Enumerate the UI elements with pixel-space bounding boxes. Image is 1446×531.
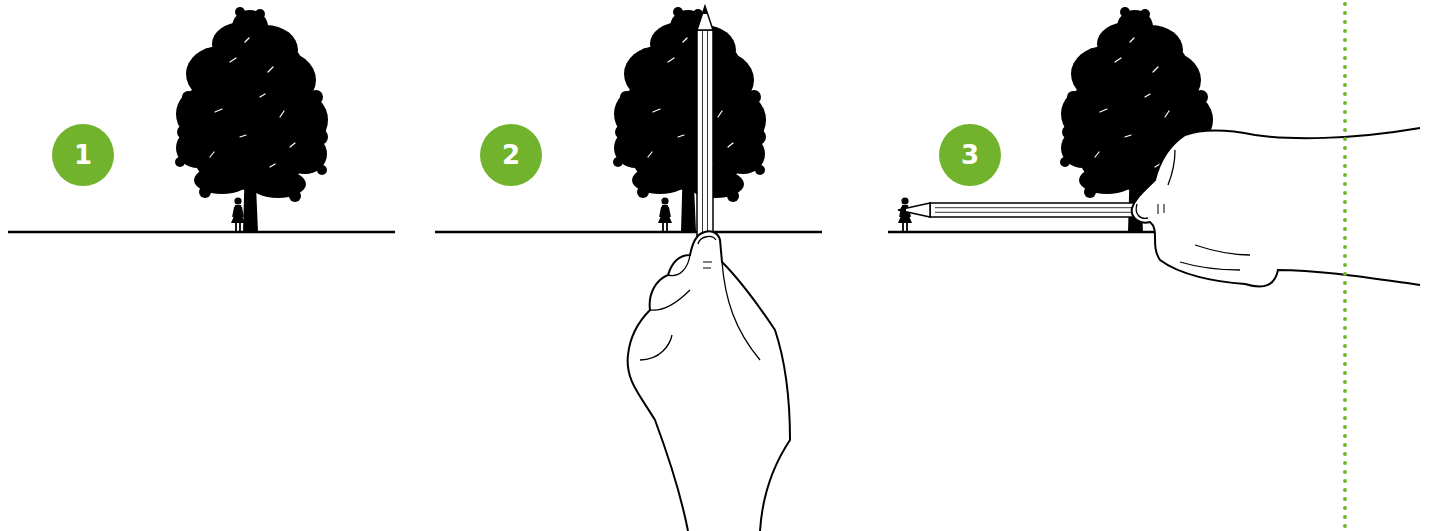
dotted-divider	[1343, 4, 1347, 531]
tree-silhouette	[175, 7, 328, 232]
tree-silhouette	[613, 7, 766, 232]
step-circle: 2	[480, 124, 542, 186]
person-silhouette	[898, 197, 912, 232]
panel-three	[888, 7, 1420, 286]
step-circle: 3	[939, 124, 1001, 186]
panel-two	[435, 6, 822, 531]
vertical-pencil	[697, 6, 713, 250]
ground-line	[8, 231, 395, 234]
hand-holding-pencil	[1132, 128, 1420, 286]
ground-line	[435, 231, 822, 234]
step-number: 3	[961, 142, 979, 168]
person-silhouette	[231, 197, 245, 232]
hand-holding-pencil	[628, 231, 790, 531]
step-circle: 1	[52, 124, 114, 186]
panel-one	[8, 7, 395, 232]
person-silhouette	[658, 197, 672, 232]
step-number: 2	[502, 142, 520, 168]
step-number: 1	[74, 142, 92, 168]
horizontal-pencil	[898, 203, 1145, 217]
